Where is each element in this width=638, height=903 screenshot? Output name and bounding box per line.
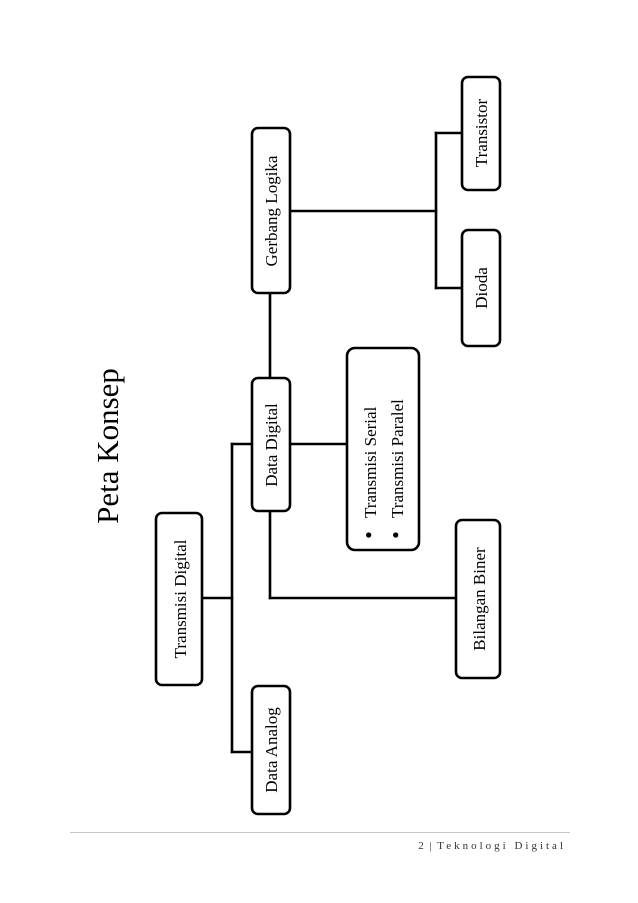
- node-data-analog: Data Analog: [262, 707, 281, 793]
- node-bilangan-biner: Bilangan Biner: [470, 547, 489, 651]
- box-data-digital: [250, 376, 292, 513]
- box-gerbang-logika: [250, 126, 292, 295]
- page-footer: 2 | Teknologi Digital: [418, 840, 566, 852]
- box-transmisi-list: [345, 346, 421, 552]
- node-boxes: [154, 75, 502, 816]
- bullet-icon: •: [383, 531, 408, 539]
- bullet-icon: •: [356, 531, 381, 539]
- connector-lines: [200, 131, 464, 754]
- box-transistor: [460, 75, 502, 192]
- node-transmisi-digital: Transmisi Digital: [171, 539, 190, 658]
- node-data-digital: Data Digital: [262, 403, 281, 487]
- box-bilangan-biner: [454, 518, 502, 680]
- node-transistor: Transistor: [472, 99, 491, 168]
- page-title: Peta Konsep: [90, 368, 125, 524]
- footer-doc-title: Teknologi Digital: [437, 840, 566, 852]
- node-transmisi-paralel: Transmisi Paralel: [388, 399, 407, 518]
- footer-separator: |: [429, 840, 432, 852]
- box-data-analog: [250, 684, 292, 816]
- page-number: 2: [418, 840, 424, 852]
- box-transmisi-digital: [154, 511, 204, 687]
- node-dioda: Dioda: [472, 267, 491, 309]
- footer-rule: [70, 832, 570, 833]
- node-gerbang-logika: Gerbang Logika: [262, 155, 281, 266]
- box-dioda: [460, 228, 502, 348]
- node-transmisi-serial: Transmisi Serial: [361, 406, 380, 518]
